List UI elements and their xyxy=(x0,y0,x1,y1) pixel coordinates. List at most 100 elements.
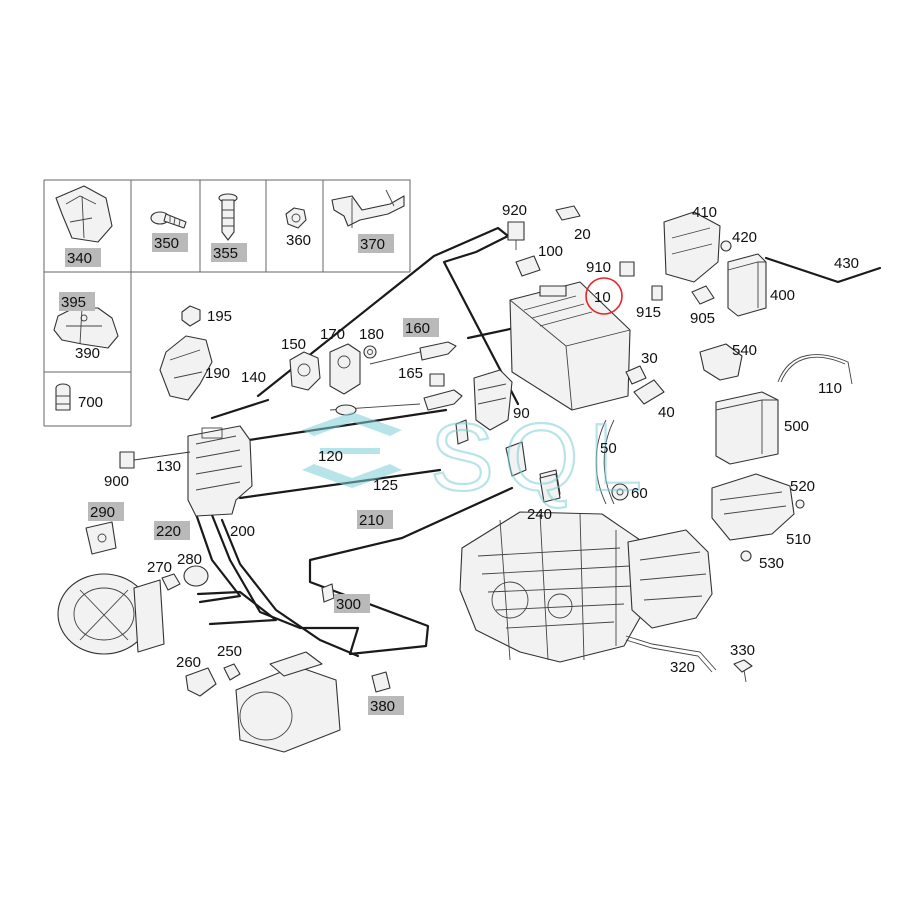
bracket-290-drawing xyxy=(85,521,117,555)
clip-355-drawing xyxy=(218,193,238,241)
label-180[interactable]: 180 xyxy=(359,326,384,343)
label-125[interactable]: 125 xyxy=(373,477,398,494)
label-100[interactable]: 100 xyxy=(538,243,563,260)
fuse-box-130-drawing xyxy=(187,425,253,517)
bolt-420-drawing xyxy=(720,240,732,252)
label-20[interactable]: 20 xyxy=(574,226,591,243)
label-520[interactable]: 520 xyxy=(790,478,815,495)
alternator-drawing xyxy=(57,573,165,655)
label-905[interactable]: 905 xyxy=(690,310,715,327)
label-700[interactable]: 700 xyxy=(78,394,103,411)
label-200[interactable]: 200 xyxy=(230,523,255,540)
label-340[interactable]: 340 xyxy=(67,250,92,267)
label-530[interactable]: 530 xyxy=(759,555,784,572)
cable-220 xyxy=(194,512,242,604)
terminal-150-drawing xyxy=(289,351,321,391)
label-510[interactable]: 510 xyxy=(786,531,811,548)
terminal-30-drawing xyxy=(625,365,647,385)
label-920[interactable]: 920 xyxy=(502,202,527,219)
label-330[interactable]: 330 xyxy=(730,642,755,659)
battery-500-drawing xyxy=(715,391,779,465)
label-highlights xyxy=(59,233,439,715)
cover-20-drawing xyxy=(555,205,581,221)
label-290[interactable]: 290 xyxy=(90,504,115,521)
bolt-520-drawing xyxy=(795,499,805,509)
watermark-logo: SQL xyxy=(302,403,652,512)
label-170[interactable]: 170 xyxy=(320,326,345,343)
label-10[interactable]: 10 xyxy=(594,289,611,306)
bracket-540-drawing xyxy=(699,343,743,381)
label-420[interactable]: 420 xyxy=(732,229,757,246)
aux-battery-400-drawing xyxy=(727,253,767,317)
clip-195-drawing xyxy=(181,305,201,327)
label-260[interactable]: 260 xyxy=(176,654,201,671)
label-395[interactable]: 395 xyxy=(61,294,86,311)
label-250[interactable]: 250 xyxy=(217,643,242,660)
label-90[interactable]: 90 xyxy=(513,405,530,422)
label-195[interactable]: 195 xyxy=(207,308,232,325)
cable-110-drawing xyxy=(777,354,853,385)
bolt-330-drawing xyxy=(733,659,753,683)
label-220[interactable]: 220 xyxy=(156,523,181,540)
label-410[interactable]: 410 xyxy=(692,204,717,221)
label-400[interactable]: 400 xyxy=(770,287,795,304)
bracket-340-drawing xyxy=(55,185,113,243)
nut-360-drawing xyxy=(285,207,307,229)
transmission-drawing xyxy=(627,529,713,629)
label-190[interactable]: 190 xyxy=(205,365,230,382)
parts-reference-grid xyxy=(43,179,411,427)
label-150[interactable]: 150 xyxy=(281,336,306,353)
ground-cable-320-drawing xyxy=(625,635,717,673)
cap-260-drawing xyxy=(185,667,217,697)
watermark-text: SQL xyxy=(430,404,652,511)
label-140[interactable]: 140 xyxy=(241,369,266,386)
label-240[interactable]: 240 xyxy=(527,506,552,523)
label-355[interactable]: 355 xyxy=(213,245,238,262)
terminal-40-drawing xyxy=(633,379,665,405)
cable-140 xyxy=(210,398,270,420)
label-110[interactable]: 110 xyxy=(818,380,842,397)
label-120[interactable]: 120 xyxy=(318,448,343,465)
label-380[interactable]: 380 xyxy=(370,698,395,715)
engine-drawing xyxy=(459,511,651,663)
label-500[interactable]: 500 xyxy=(784,418,809,435)
watermark-chevron-top xyxy=(302,412,402,436)
label-540[interactable]: 540 xyxy=(732,342,757,359)
label-915[interactable]: 915 xyxy=(636,304,661,321)
bracket-240-drawing xyxy=(539,473,561,503)
label-910[interactable]: 910 xyxy=(586,259,611,276)
label-370[interactable]: 370 xyxy=(360,236,385,253)
cap-280-drawing xyxy=(183,565,209,587)
connector-905-drawing xyxy=(691,285,715,305)
watermark-bar xyxy=(320,448,380,454)
lead-165-drawing xyxy=(329,373,463,416)
label-160[interactable]: 160 xyxy=(405,320,430,337)
bracket-370-drawing xyxy=(331,189,405,228)
label-270[interactable]: 270 xyxy=(147,559,172,576)
nut-250-drawing xyxy=(223,663,241,681)
label-40[interactable]: 40 xyxy=(658,404,675,421)
label-60[interactable]: 60 xyxy=(631,485,648,502)
label-50[interactable]: 50 xyxy=(600,440,617,457)
label-430[interactable]: 430 xyxy=(834,255,859,272)
label-390[interactable]: 390 xyxy=(75,345,100,362)
nut-530-drawing xyxy=(740,550,752,562)
lead-160-drawing xyxy=(369,341,457,365)
label-300[interactable]: 300 xyxy=(336,596,361,613)
fuse-910-drawing xyxy=(619,261,663,301)
terminal-100-drawing xyxy=(515,255,541,277)
label-165[interactable]: 165 xyxy=(398,365,423,382)
fitting-700-drawing xyxy=(55,383,71,411)
label-350[interactable]: 350 xyxy=(154,235,179,252)
cable-125 xyxy=(238,468,442,500)
label-900[interactable]: 900 xyxy=(104,473,129,490)
label-130[interactable]: 130 xyxy=(156,458,181,475)
label-30[interactable]: 30 xyxy=(641,350,658,367)
label-320[interactable]: 320 xyxy=(670,659,695,676)
label-280[interactable]: 280 xyxy=(177,551,202,568)
grommet-60-drawing xyxy=(611,483,629,501)
label-210[interactable]: 210 xyxy=(359,512,384,529)
watermark-chevron-bottom xyxy=(302,464,402,488)
label-360[interactable]: 360 xyxy=(286,232,311,249)
